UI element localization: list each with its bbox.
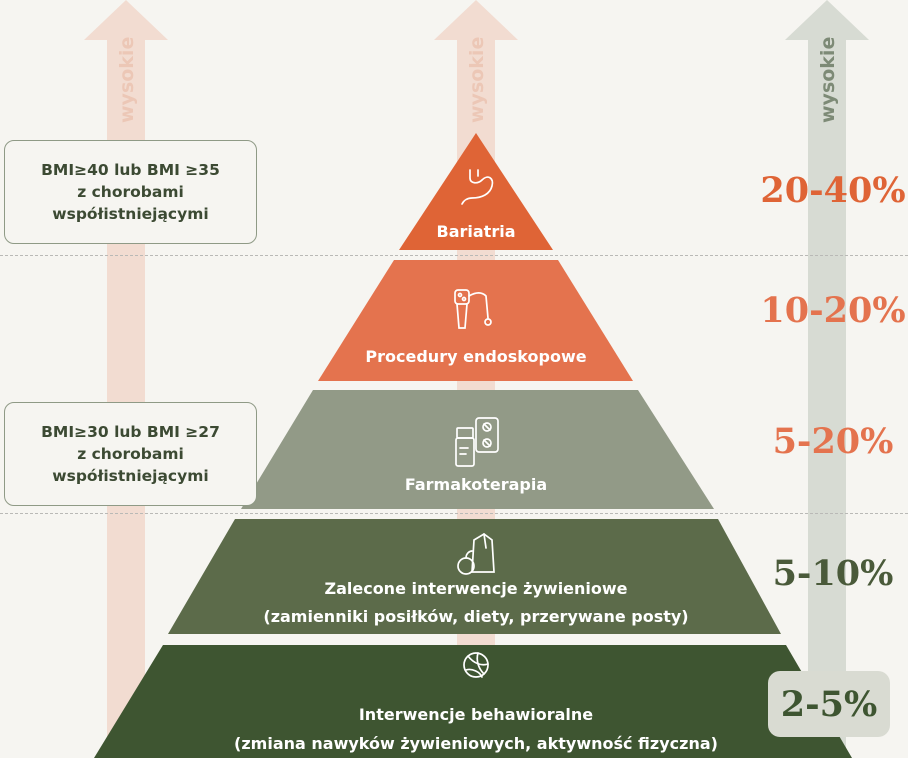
arrow-left-head — [84, 0, 168, 40]
tier-subtitle-behawioralne: (zmiana nawyków żywieniowych, aktywność … — [234, 734, 718, 753]
criteria-line: współistniejącymi — [52, 467, 209, 485]
tier-title-bariatria: Bariatria — [437, 222, 516, 241]
tier-zalecone-interwencje — [168, 519, 781, 634]
endoscope-icon — [454, 289, 492, 329]
stomach-icon — [461, 169, 494, 205]
ball-icon — [463, 652, 489, 678]
arrow-center-head — [434, 0, 518, 40]
tier-title-farmakoterapia: Farmakoterapia — [405, 475, 547, 494]
tier-interwencje-behawioralne — [94, 645, 852, 758]
percent-behawioralne-box — [768, 671, 890, 737]
arrow-center-label: wysokie — [466, 37, 488, 123]
criteria-line: BMI≥40 lub BMI ≥35 — [41, 161, 220, 179]
arrow-left-label: wysokie — [116, 37, 138, 123]
tier-bariatria — [399, 133, 553, 250]
criteria-box-bariatria: BMI≥40 lub BMI ≥35 z chorobami współistn… — [4, 140, 257, 244]
criteria-line: z chorobami — [77, 445, 184, 463]
percent-procedury: 10-20% — [760, 290, 905, 331]
tier-title-zalecone: Zalecone interwencje żywieniowe — [324, 579, 627, 598]
tier-title-procedury: Procedury endoskopowe — [365, 347, 586, 366]
criteria-line: współistniejącymi — [52, 205, 209, 223]
arrow-right-shaft — [808, 40, 846, 758]
pill-box-icon — [455, 417, 499, 467]
arrow-right: wysokie — [785, 0, 869, 758]
divider-upper — [0, 255, 908, 256]
percent-behawioralne: 2-5% — [781, 684, 878, 725]
percent-zalecone: 5-10% — [773, 553, 894, 594]
food-bag-icon — [457, 532, 495, 575]
divider-lower — [0, 513, 908, 514]
arrow-right-label: wysokie — [817, 37, 839, 123]
criteria-box-farmakoterapia: BMI≥30 lub BMI ≥27 z chorobami współistn… — [4, 402, 257, 506]
percent-farmakoterapia: 5-20% — [773, 421, 894, 462]
tier-subtitle-zalecone: (zamienniki posiłków, diety, przerywane … — [263, 607, 688, 626]
criteria-line: BMI≥30 lub BMI ≥27 — [41, 423, 220, 441]
percent-bariatria: 20-40% — [760, 170, 905, 211]
criteria-line: z chorobami — [77, 183, 184, 201]
arrow-left: wysokie — [84, 0, 168, 758]
tier-procedury-endoskopowe — [318, 260, 633, 381]
tier-title-behawioralne: Interwencje behawioralne — [359, 705, 593, 724]
tier-farmakoterapia — [241, 390, 714, 509]
arrow-right-head — [785, 0, 869, 40]
